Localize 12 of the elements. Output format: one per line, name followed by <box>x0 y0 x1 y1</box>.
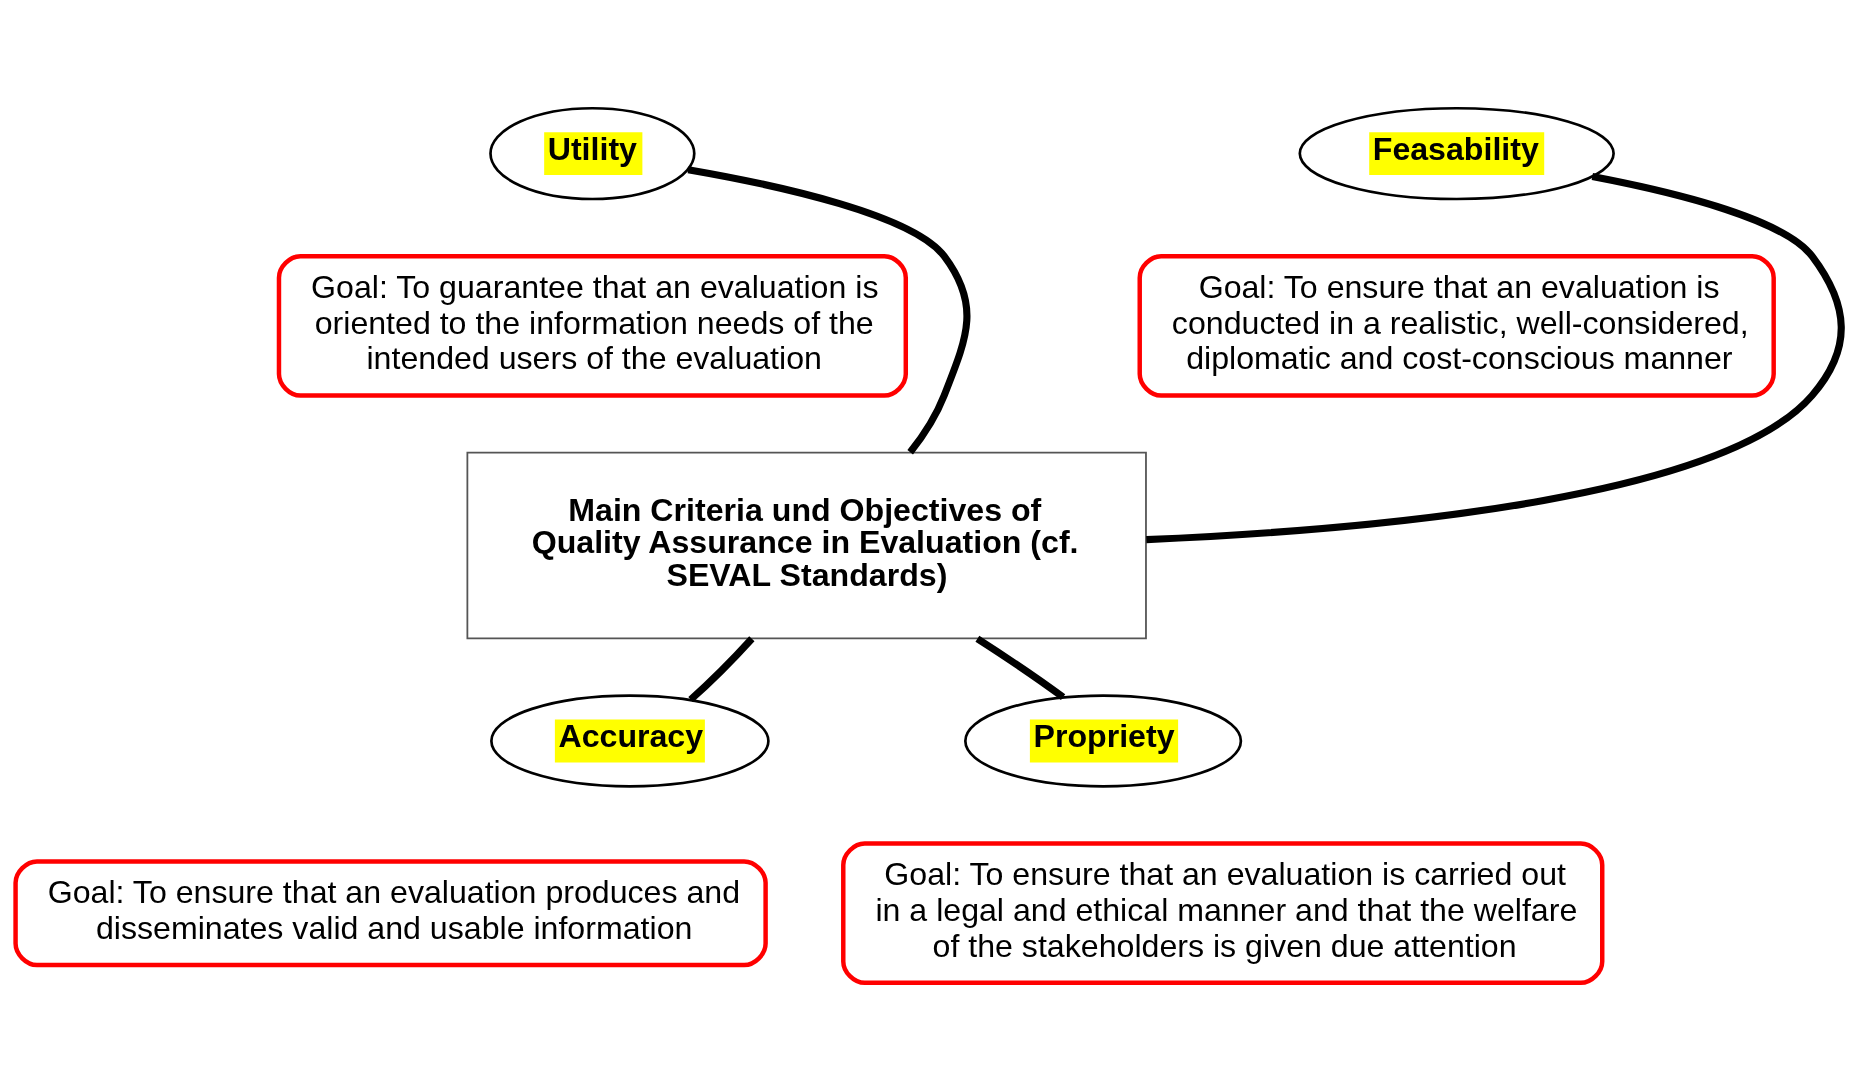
node-box: Main Criteria und Objectives of Quality Assurance in Evaluation (cf. SEVAL Standards) <box>466 451 1147 639</box>
node-ellipse: Utility <box>489 106 696 200</box>
connector <box>975 635 1066 700</box>
connector <box>687 165 971 454</box>
node-box: Goal: To ensure that an evaluation is conducted in a realistic, well-considered, diplomatic and cost-conscious manner <box>1137 253 1776 398</box>
node-ellipse: Feasability <box>1298 106 1615 200</box>
connector <box>688 635 755 702</box>
node-box: Goal: To ensure that an evaluation produces and disseminates valid and usable information <box>13 858 768 967</box>
node-ellipse: Accuracy <box>490 693 770 788</box>
node-ellipse: Propriety <box>964 693 1243 788</box>
node-box: Goal: To guarantee that an evaluation is oriented to the information needs of the intended users of the evaluation <box>276 253 908 398</box>
node-box: Goal: To ensure that an evaluation is carried out in a legal and ethical manner and that the welfare of the stakeholders is given due attention <box>841 840 1605 985</box>
